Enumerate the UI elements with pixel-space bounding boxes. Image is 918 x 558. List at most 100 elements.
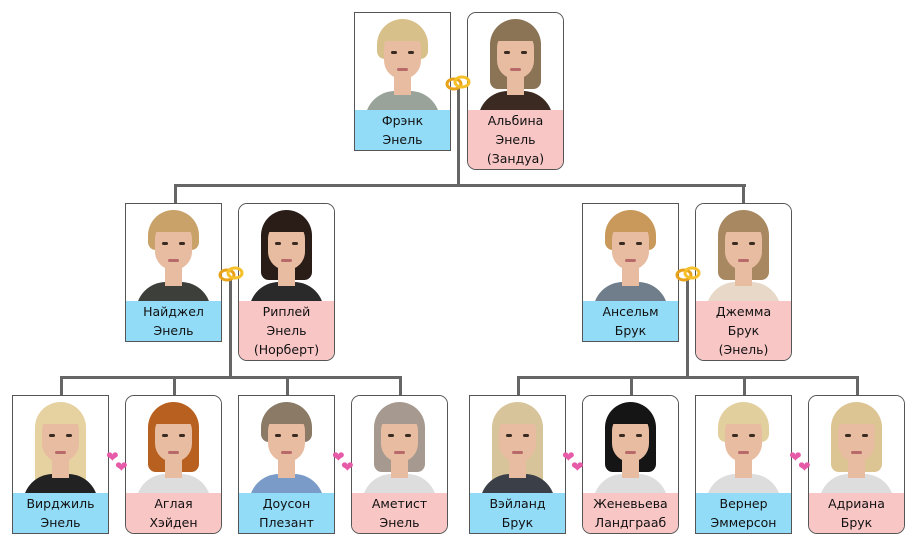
eye [292, 434, 298, 437]
portrait [13, 396, 108, 493]
neck [509, 458, 526, 478]
eye [619, 242, 625, 245]
name-last: Энель [153, 323, 194, 338]
eye [388, 434, 394, 437]
neck [165, 458, 182, 478]
hair-top [722, 404, 765, 424]
name-first: Джемма [715, 304, 772, 319]
name-last: Брук [614, 323, 647, 338]
portrait [468, 13, 563, 110]
connector-line [686, 280, 689, 378]
wedding-rings-icon [445, 73, 471, 93]
hair-top [496, 404, 539, 424]
eye [636, 242, 642, 245]
hair-top [378, 404, 421, 424]
shirt [480, 474, 555, 493]
connector-line [856, 376, 859, 396]
shirt [249, 474, 324, 493]
neck [391, 458, 408, 478]
eye [179, 242, 185, 245]
eye [408, 51, 414, 54]
eye [845, 434, 851, 437]
name-maiden: (Зандуа) [486, 151, 545, 166]
portrait [809, 396, 904, 493]
name-first: Фрэнк [381, 113, 424, 128]
hair-top [381, 21, 424, 41]
shirt [706, 282, 781, 301]
name-maiden: (Норберт) [253, 342, 320, 357]
portrait [126, 204, 221, 301]
name-first: Аглая [154, 496, 193, 511]
eye [292, 242, 298, 245]
connector-line [174, 184, 177, 204]
name-first: Доусон [262, 496, 311, 511]
name-first: Адриана [828, 496, 885, 511]
eye [521, 51, 527, 54]
name-last: Брук [501, 515, 534, 530]
hair-top [494, 21, 537, 41]
eye [732, 242, 738, 245]
hair-top [39, 404, 82, 424]
name-first: Женевьева [593, 496, 668, 511]
neck [735, 458, 752, 478]
hair-top [722, 212, 765, 232]
name-last: Эммерсон [710, 515, 777, 530]
connector-line [517, 376, 859, 379]
hair-top [835, 404, 878, 424]
eye [749, 242, 755, 245]
connector-line [60, 376, 402, 379]
mouth [281, 259, 292, 262]
connector-line [742, 184, 745, 204]
eye [162, 242, 168, 245]
name-last: Энель [495, 132, 536, 147]
portrait [583, 204, 678, 301]
eye [179, 434, 185, 437]
connector-line [630, 376, 633, 396]
name-first: Вернер [719, 496, 768, 511]
shirt [23, 474, 98, 493]
eye [619, 434, 625, 437]
name-first: Ансельм [602, 304, 659, 319]
name-first: Вэйланд [489, 496, 546, 511]
neck [507, 75, 524, 95]
name-last: Энель [40, 515, 81, 530]
eye [636, 434, 642, 437]
shirt [136, 474, 211, 493]
portrait [696, 204, 791, 301]
connector-line [173, 376, 176, 396]
name-first: Риплей [262, 304, 311, 319]
connector-line [517, 376, 520, 396]
name-first: Найджел [143, 304, 204, 319]
neck [622, 266, 639, 286]
portrait [696, 396, 791, 493]
connector-line [457, 88, 460, 186]
portrait [583, 396, 678, 493]
name-last: Ландграаб [594, 515, 667, 530]
eye [405, 434, 411, 437]
shirt [136, 282, 211, 301]
portrait [126, 396, 221, 493]
name-first: Альбина [487, 113, 544, 128]
mouth [512, 451, 523, 454]
mouth [168, 451, 179, 454]
portrait [239, 204, 334, 301]
